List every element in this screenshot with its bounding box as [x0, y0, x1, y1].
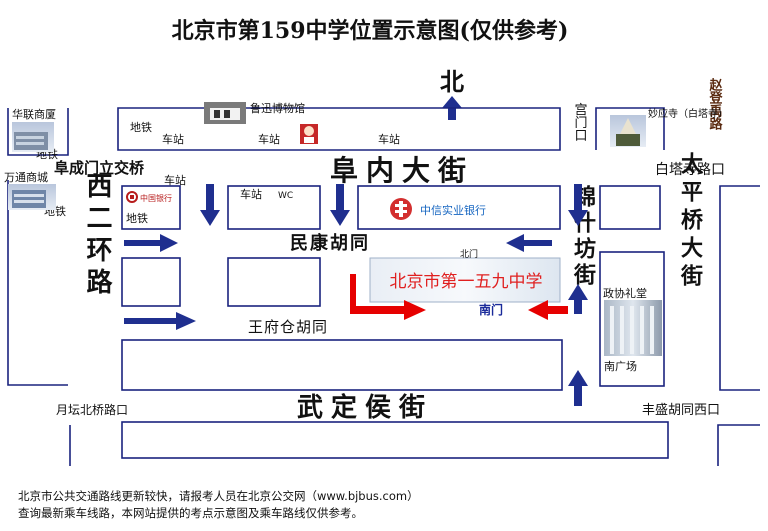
bank-of-china-name: 中国银行 [140, 193, 172, 203]
traffic-arrows [124, 184, 588, 406]
label-wc: WC [278, 191, 293, 201]
block-top-right [595, 107, 665, 150]
label-bus-stop-2: 车站 [258, 132, 280, 146]
block-bank-china [121, 185, 181, 230]
arrow-left-1 [506, 234, 552, 252]
street-blocks [7, 107, 760, 466]
block-right [719, 185, 760, 391]
school-name: 北京市第一五九中学 [390, 272, 543, 292]
label-fengsheng: 丰盛胡同西口 [642, 403, 720, 418]
label-subway-3: 地铁 [130, 121, 152, 134]
label-bus-stop-1: 车站 [162, 132, 184, 146]
red-arrow-south-gate [528, 300, 568, 320]
label-hualian: 华联商厦 [12, 107, 56, 121]
block-lower-long [121, 339, 563, 391]
label-wantong: 万通商城 [4, 170, 48, 184]
street-taipingqiao: 太平桥大街 [677, 152, 704, 292]
block-zhengxie [599, 251, 665, 387]
block-bottom-right [717, 424, 760, 466]
arrow-up-1 [568, 284, 588, 314]
block-left [7, 180, 68, 386]
arrow-right-1 [124, 234, 178, 252]
map-title: 北京市第159中学位置示意图(仅供参考) [172, 18, 569, 44]
south-gate-label: 南门 [479, 302, 503, 317]
label-bus-stop-5: 车站 [240, 187, 262, 201]
citic-bank-name: 中信实业银行 [420, 203, 486, 217]
north-label: 北 [440, 67, 464, 96]
red-arrow-main [350, 274, 426, 320]
label-miaoying: 妙应寺（白塔寺） [648, 107, 728, 120]
street-minkang: 民康胡同 [290, 232, 370, 254]
label-bus-stop-4: 车站 [164, 173, 186, 187]
arrow-right-2 [124, 312, 196, 330]
arrow-down-1 [200, 184, 220, 226]
block-wc [227, 185, 321, 230]
luxun-museum-photo [204, 102, 246, 124]
street-wangfucang: 王府仓胡同 [248, 318, 328, 336]
street-xierhuan: 西二环路 [82, 172, 112, 300]
block-mid-left2 [227, 257, 321, 307]
school-block: 北京市第一五九中学 北门 南门 [369, 248, 561, 317]
label-bus-stop-3: 车站 [378, 132, 400, 146]
zhengxie-photo [604, 300, 662, 356]
route-arrows [350, 274, 568, 320]
block-right-small [599, 185, 661, 230]
footer-line-2: 查询最新乘车线路，本网站提供的考点示意图及乘车路线仅供参考。 [18, 506, 363, 520]
label-fuchengmen: 阜成门立交桥 [54, 159, 145, 177]
label-gongmen: 宫门口 [572, 103, 587, 142]
label-nanguangchang: 南广场 [604, 359, 637, 373]
kfc-logo-icon [300, 124, 318, 144]
block-citic [357, 185, 561, 230]
block-top-main [117, 107, 561, 151]
label-subway-4: 地铁 [126, 212, 148, 225]
arrow-down-3 [568, 184, 588, 226]
footer-note: 北京市公共交通路线更新较快，请报考人员在北京公交网（www.bjbus.com）… [18, 488, 758, 522]
block-top-left [7, 108, 69, 156]
block-mid-left1 [121, 257, 181, 307]
label-luxun: 鲁迅博物馆 [250, 101, 305, 115]
street-zhaodeng: 赵登禹路 [707, 77, 724, 130]
footer-line-1: 北京市公共交通路线更新较快，请报考人员在北京公交网（www.bjbus.com） [18, 489, 419, 503]
bank-of-china-logo: 中国银行 [126, 191, 172, 203]
street-wuding: 武定侯街 [297, 392, 433, 423]
arrow-down-2 [330, 184, 350, 226]
north-gate-label: 北门 [460, 248, 478, 260]
baita-temple-photo [610, 115, 646, 147]
arrow-up-2 [568, 370, 588, 406]
street-funei: 阜内大街 [330, 154, 474, 187]
label-yuetan: 月坛北桥路口 [56, 402, 128, 417]
label-zhengxie: 政协礼堂 [603, 286, 647, 300]
wantong-photo [8, 184, 56, 210]
hualian-photo [12, 122, 54, 152]
citic-bank-logo: 中信实业银行 [380, 196, 542, 222]
block-bottom-mid [121, 421, 669, 459]
label-baitasi-road: 白塔寺路口 [655, 162, 725, 178]
